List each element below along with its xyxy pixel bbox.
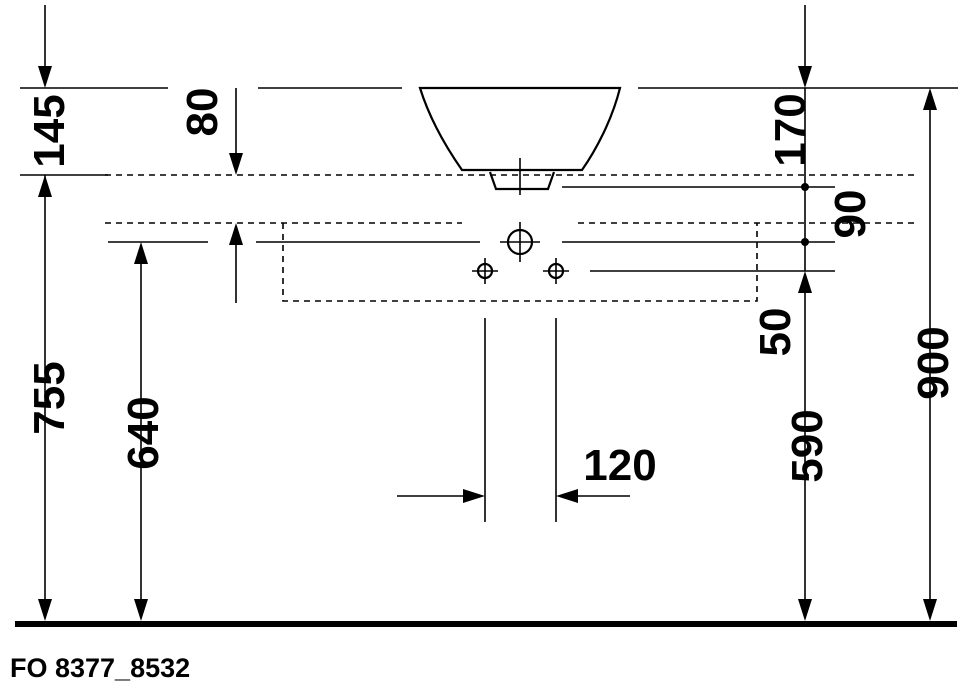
dim-label-80: 80: [178, 88, 227, 137]
basin: [418, 86, 622, 172]
dim-label-170: 170: [766, 93, 815, 166]
basin-drain-fitting: [488, 171, 556, 191]
dim-label-590: 590: [783, 409, 832, 482]
drawing-code: FO 8377_8532: [10, 653, 190, 683]
dim-label-50: 50: [751, 308, 800, 357]
dim-label-90: 90: [826, 190, 875, 239]
dim-label-640: 640: [119, 396, 168, 469]
dim-label-900: 900: [909, 326, 958, 399]
supply-left-symbol: [472, 258, 498, 284]
supply-right-symbol: [543, 258, 569, 284]
dim-label-755: 755: [25, 361, 74, 434]
dim-label-120: 120: [583, 441, 656, 490]
cabinet-outline: [282, 223, 758, 302]
floor-line: [15, 621, 957, 627]
dim-label-145: 145: [25, 94, 74, 167]
waste-outlet-symbol: [500, 222, 540, 262]
